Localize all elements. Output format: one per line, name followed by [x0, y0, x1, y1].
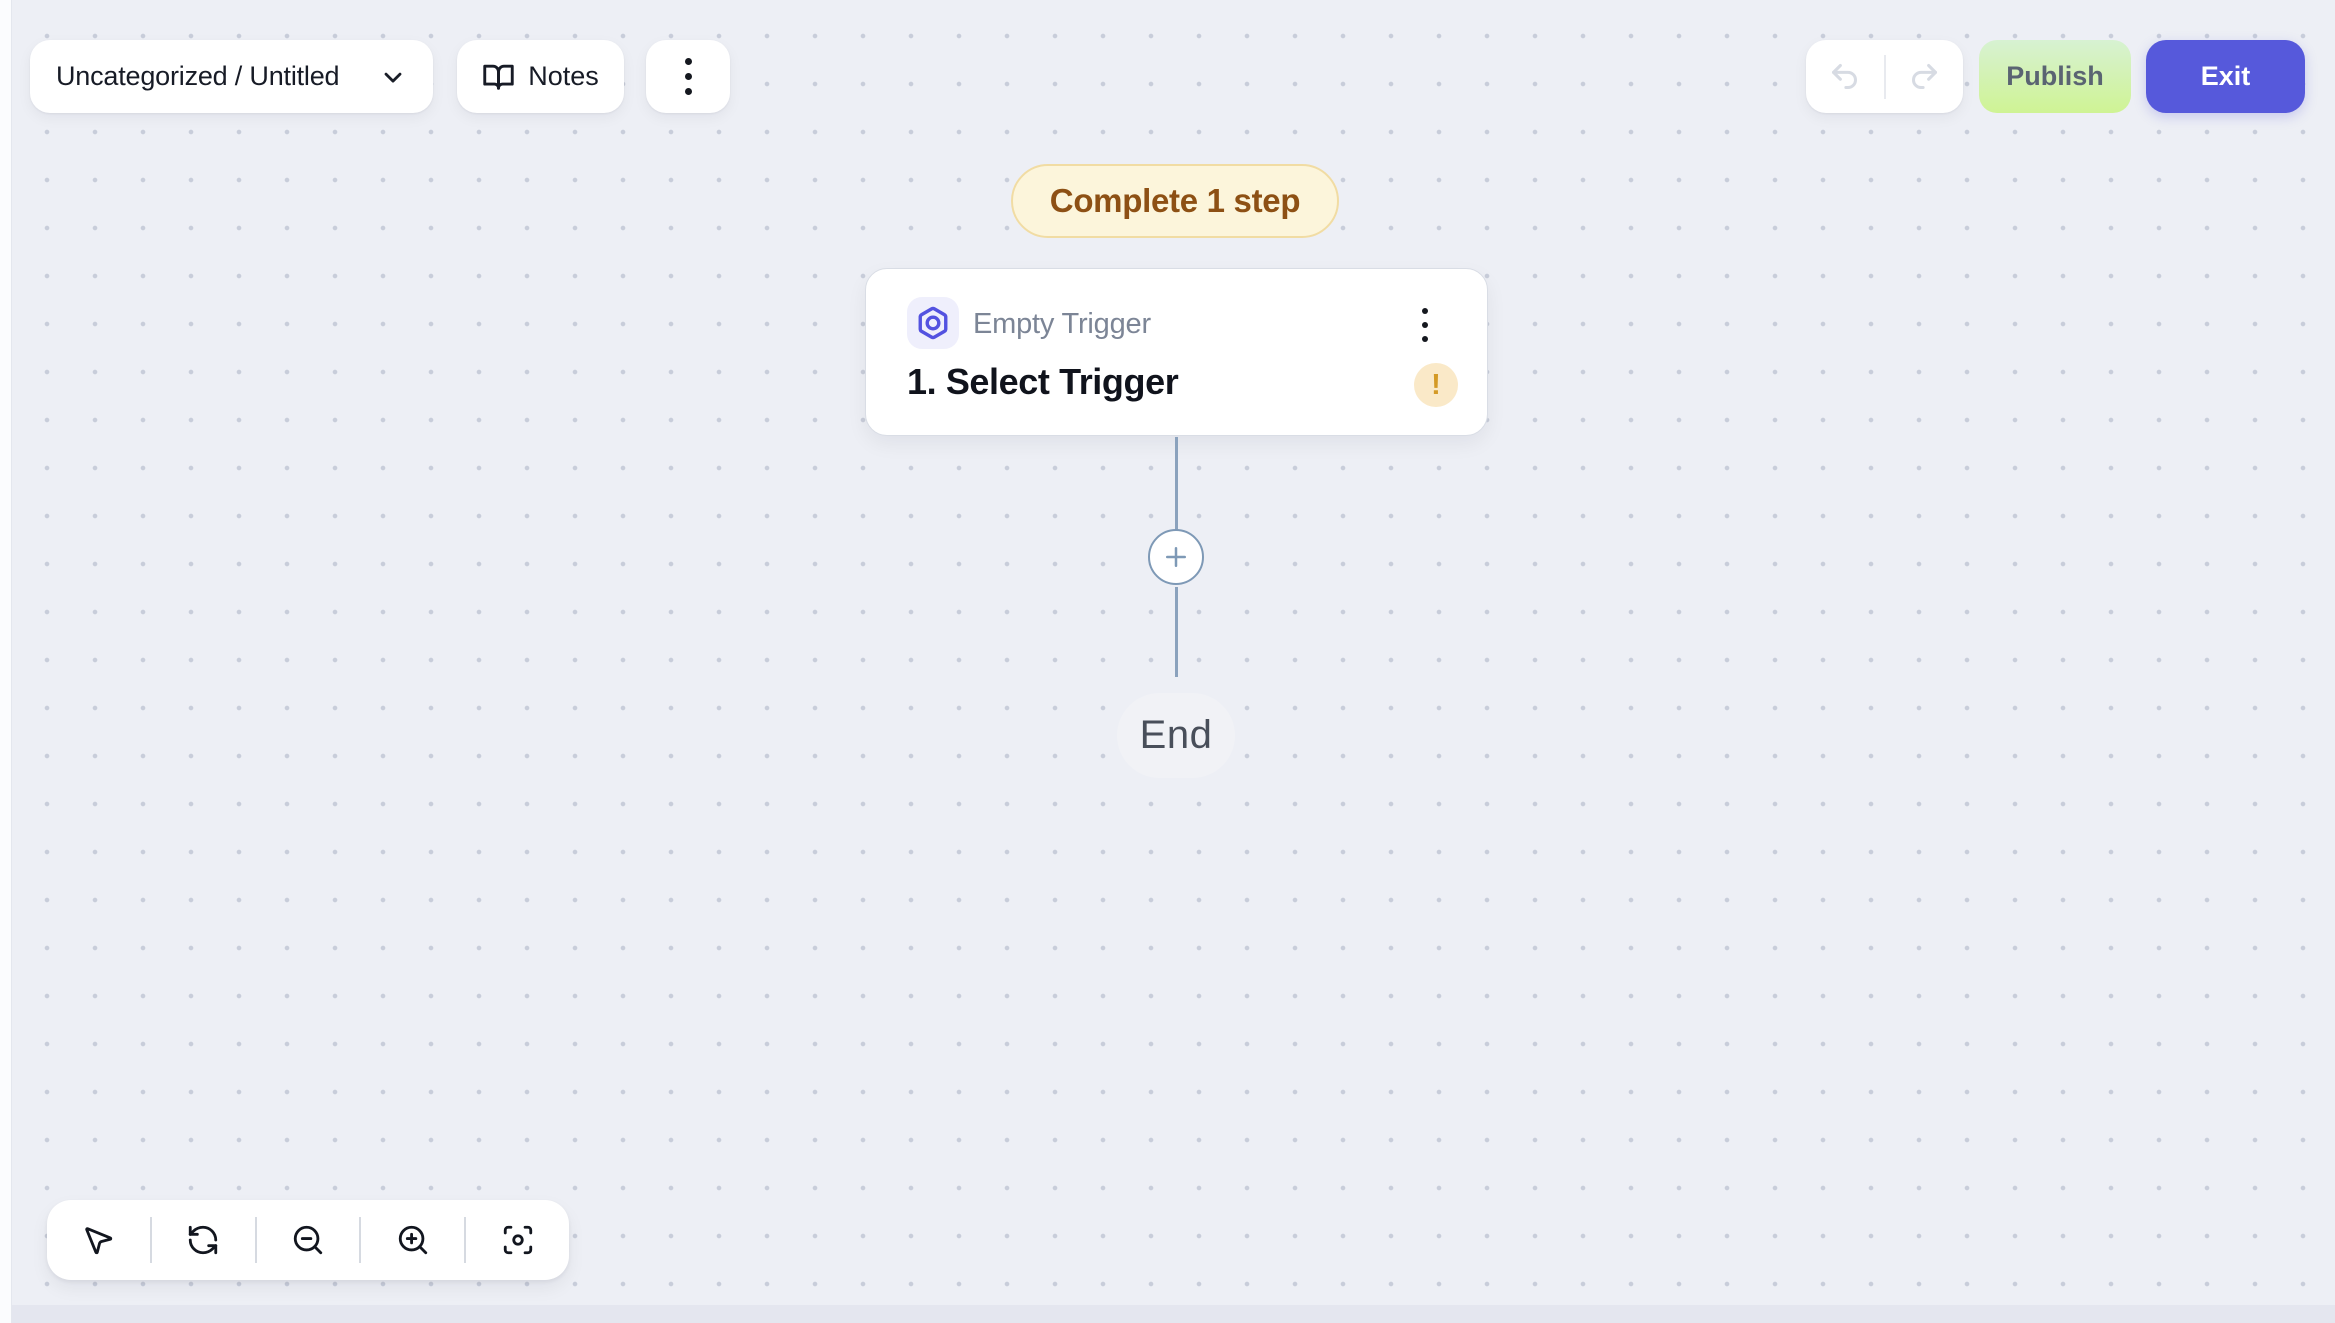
book-open-icon — [482, 60, 515, 93]
notes-label: Notes — [528, 61, 599, 91]
refresh-icon — [186, 1223, 220, 1257]
plus-icon — [1161, 542, 1191, 572]
history-divider — [1883, 54, 1886, 99]
zoom-in-button[interactable] — [361, 1200, 464, 1280]
trigger-title: 1. Select Trigger — [907, 361, 1179, 402]
workflow-name-label: Uncategorized / Untitled — [56, 61, 340, 91]
focus-icon — [501, 1223, 535, 1257]
end-node: End — [1117, 693, 1235, 778]
trigger-node-card[interactable]: Empty Trigger 1. Select Trigger ! — [865, 268, 1488, 436]
canvas-toolbar — [47, 1200, 569, 1280]
undo-icon — [1828, 60, 1861, 93]
undo-button[interactable] — [1806, 40, 1884, 113]
publish-button[interactable]: Publish — [1979, 40, 2131, 113]
trigger-icon-box — [907, 297, 959, 349]
toolbar-divider — [464, 1217, 467, 1263]
canvas-left-edge — [0, 0, 12, 1323]
zoom-out-icon — [291, 1223, 325, 1257]
canvas-bottom-edge — [0, 1305, 2335, 1323]
fit-view-button[interactable] — [466, 1200, 569, 1280]
add-step-button[interactable] — [1148, 529, 1204, 585]
toolbar-divider — [254, 1217, 257, 1263]
redo-icon — [1908, 60, 1941, 93]
reset-view-button[interactable] — [152, 1200, 255, 1280]
history-controls — [1806, 40, 1963, 113]
connector-line — [1175, 587, 1178, 677]
hexagon-trigger-icon — [916, 306, 950, 340]
exit-button[interactable]: Exit — [2146, 40, 2305, 113]
zoom-out-button[interactable] — [257, 1200, 360, 1280]
trigger-step-type: Empty Trigger — [973, 308, 1151, 340]
connector-line — [1175, 437, 1178, 530]
kebab-menu-icon — [1422, 308, 1428, 342]
select-tool-button[interactable] — [47, 1200, 150, 1280]
warning-badge-icon: ! — [1414, 363, 1458, 407]
kebab-menu-icon — [684, 58, 692, 95]
more-options-button[interactable] — [646, 40, 730, 113]
redo-button[interactable] — [1886, 40, 1964, 113]
complete-steps-banner[interactable]: Complete 1 step — [1011, 164, 1339, 238]
notes-button[interactable]: Notes — [457, 40, 624, 113]
workflow-name-dropdown[interactable]: Uncategorized / Untitled — [30, 40, 433, 113]
toolbar-divider — [359, 1217, 362, 1263]
zoom-in-icon — [396, 1223, 430, 1257]
cursor-icon — [81, 1223, 115, 1257]
trigger-menu-button[interactable] — [1405, 299, 1445, 351]
toolbar-divider — [149, 1217, 152, 1263]
chevron-down-icon — [379, 63, 407, 91]
